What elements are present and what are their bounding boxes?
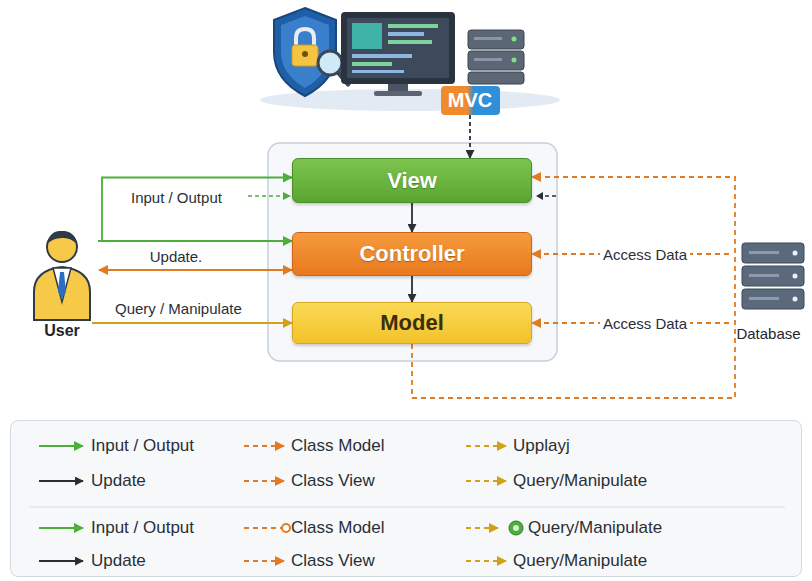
legend-line-sample bbox=[466, 480, 506, 482]
legend-panel: Input / OutputClass ModelUpplayjUpdateCl… bbox=[10, 420, 802, 577]
server-light bbox=[512, 58, 517, 63]
legend-line-sample bbox=[244, 445, 284, 447]
code-line bbox=[388, 24, 438, 28]
monitor-stand bbox=[388, 84, 408, 92]
database-store: Database bbox=[729, 238, 808, 342]
legend-text: Query/Manipulate bbox=[513, 551, 647, 571]
server-unit bbox=[468, 51, 524, 70]
mvc-container bbox=[268, 143, 557, 361]
connector-arrow bbox=[412, 177, 735, 398]
badge-label: MVC bbox=[441, 86, 500, 115]
legend-line-sample bbox=[39, 445, 83, 447]
legend-text: Input / Output bbox=[91, 518, 194, 538]
hint-arrow bbox=[248, 195, 284, 197]
user-tie bbox=[58, 272, 66, 298]
monitor-base bbox=[374, 91, 422, 96]
legend-dot-head bbox=[282, 524, 290, 532]
connector-arrow bbox=[411, 203, 413, 232]
monitor-frame bbox=[341, 12, 455, 84]
code-line bbox=[388, 40, 432, 44]
screen-panel bbox=[352, 23, 382, 49]
connector-arrow bbox=[98, 178, 292, 242]
code-line bbox=[352, 54, 412, 58]
db-light bbox=[793, 274, 798, 279]
db-slot bbox=[749, 297, 779, 300]
legend-icon-core bbox=[513, 525, 519, 531]
code-line bbox=[388, 32, 424, 36]
legend-text: Class View bbox=[291, 551, 375, 571]
legend-line-sample bbox=[466, 560, 506, 562]
code-line bbox=[352, 70, 404, 73]
node-text: Controller bbox=[359, 241, 464, 267]
legend-line-sample bbox=[39, 560, 83, 562]
db-unit bbox=[742, 289, 804, 309]
pointer-head bbox=[536, 192, 543, 200]
edge-label: Access Data bbox=[600, 246, 690, 263]
node-text: Model bbox=[380, 310, 444, 336]
server-light bbox=[512, 37, 517, 42]
legend-line-sample bbox=[466, 527, 498, 529]
edge-label: Input / Output bbox=[128, 189, 225, 206]
legend-text: Update bbox=[91, 551, 146, 571]
view-box: View bbox=[292, 158, 532, 203]
connector-arrow bbox=[99, 269, 292, 271]
legend-line-sample bbox=[39, 480, 83, 482]
connector-arrow bbox=[411, 276, 413, 302]
hint-head bbox=[283, 192, 291, 200]
monitor-screen bbox=[347, 18, 449, 78]
legend-text: Class Model bbox=[291, 436, 385, 456]
legend-text: Class Model bbox=[291, 518, 385, 538]
node-text: User bbox=[44, 322, 80, 340]
node-text: View bbox=[387, 168, 437, 194]
lock-shackle bbox=[296, 29, 314, 46]
legend-text: Query/Manipulate bbox=[528, 518, 662, 538]
legend-text: Input / Output bbox=[91, 436, 194, 456]
lock-hole bbox=[302, 51, 308, 57]
legend-line-sample bbox=[244, 560, 284, 562]
db-light bbox=[793, 297, 798, 302]
legend-text: Update bbox=[91, 471, 146, 491]
controller-box: Controller bbox=[292, 232, 532, 276]
legend-text: Class View bbox=[291, 471, 375, 491]
user-hair bbox=[47, 231, 77, 244]
connector-arrow bbox=[98, 240, 292, 242]
db-unit bbox=[742, 243, 804, 263]
db-slot bbox=[749, 274, 779, 277]
node-text: Database bbox=[736, 325, 800, 342]
server-slot bbox=[474, 37, 502, 40]
legend-text: Upplayj bbox=[513, 436, 570, 456]
legend-line-sample bbox=[466, 445, 506, 447]
legend-line-sample bbox=[244, 480, 284, 482]
connector-arrow bbox=[469, 115, 471, 158]
db-light bbox=[793, 251, 798, 256]
db-unit bbox=[742, 266, 804, 286]
edge-label: Access Data bbox=[600, 315, 690, 332]
server-unit bbox=[468, 30, 524, 49]
edge-label: Query / Manipulate bbox=[112, 300, 245, 317]
lock-body bbox=[292, 45, 318, 66]
server-slot bbox=[474, 58, 502, 61]
user-actor: User bbox=[26, 228, 98, 340]
shield-inner bbox=[281, 16, 329, 88]
model-box: Model bbox=[292, 302, 532, 344]
legend-divider bbox=[29, 507, 785, 508]
magnifier-glass bbox=[318, 51, 342, 75]
db-slot bbox=[749, 251, 779, 254]
legend-text: Query/Manipulate bbox=[513, 471, 647, 491]
connector-arrow bbox=[92, 322, 292, 324]
server-unit bbox=[468, 72, 524, 84]
user-shirt bbox=[53, 268, 71, 302]
legend-icon bbox=[509, 521, 523, 535]
edge-label: Update. bbox=[147, 248, 206, 265]
user-body bbox=[34, 267, 90, 320]
legend-line-sample bbox=[244, 527, 284, 529]
legend-line-sample bbox=[39, 527, 83, 529]
code-line bbox=[352, 62, 392, 66]
node-text: MVC bbox=[448, 89, 492, 112]
